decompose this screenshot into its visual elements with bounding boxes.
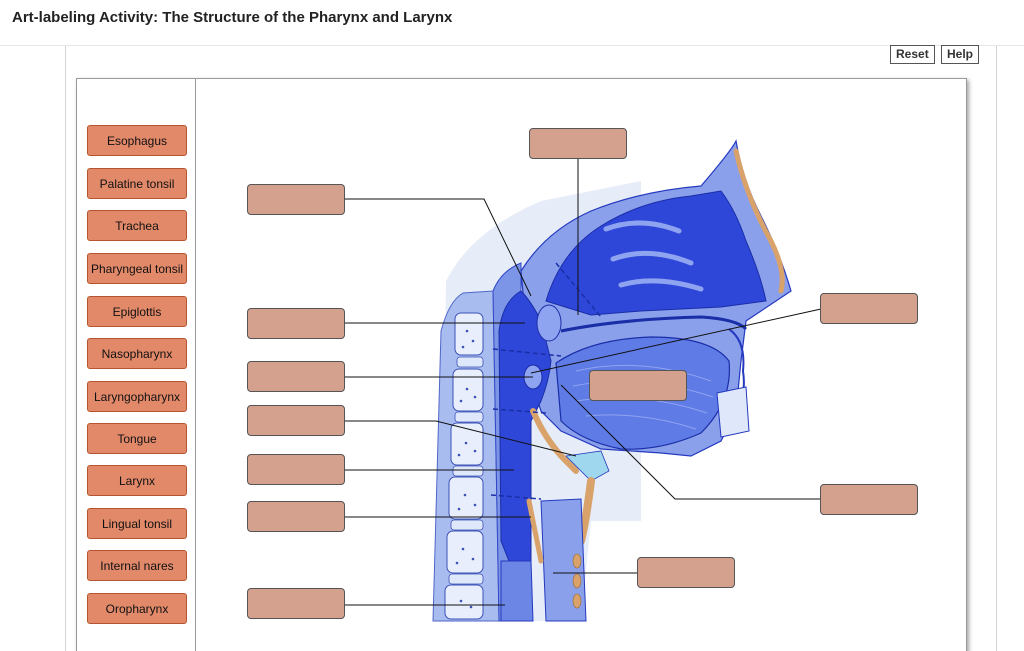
tracheal-rings xyxy=(572,553,582,609)
word-larynx[interactable]: Larynx xyxy=(87,465,187,496)
trachea-tube xyxy=(540,498,587,622)
word-laryngopharynx[interactable]: Laryngopharynx xyxy=(87,381,187,412)
page-title: Art-labeling Activity: The Structure of … xyxy=(12,9,453,26)
nasal-cartilage xyxy=(733,148,785,294)
drop-target-8[interactable] xyxy=(247,588,345,619)
word-epiglottis[interactable]: Epiglottis xyxy=(87,296,187,327)
word-bank: Esophagus Palatine tonsil Trachea Pharyn… xyxy=(77,79,196,651)
drop-target-6[interactable] xyxy=(247,454,345,485)
help-button[interactable]: Help xyxy=(941,45,980,64)
pharyngeal-tonsil-shape xyxy=(536,304,562,342)
drop-target-4[interactable] xyxy=(247,361,345,392)
reset-button[interactable]: Reset xyxy=(890,45,935,64)
drop-target-3[interactable] xyxy=(247,308,345,339)
drop-target-5[interactable] xyxy=(247,405,345,436)
word-palatine-tonsil[interactable]: Palatine tonsil xyxy=(87,168,187,199)
drop-target-9[interactable] xyxy=(589,370,687,401)
intervertebral-discs xyxy=(448,356,484,585)
word-pharyngeal-tonsil[interactable]: Pharyngeal tonsil xyxy=(87,253,187,284)
drop-target-7[interactable] xyxy=(247,501,345,532)
hyoid-region xyxy=(565,450,610,482)
pharynx-airway xyxy=(498,290,552,567)
word-internal-nares[interactable]: Internal nares xyxy=(87,550,187,581)
word-oropharynx[interactable]: Oropharynx xyxy=(87,593,187,624)
esophagus-tube xyxy=(500,560,534,622)
pharynx-larynx-illustration xyxy=(345,139,822,622)
cricoid-cartilage xyxy=(526,498,544,564)
mandible xyxy=(716,386,750,438)
drop-target-1[interactable] xyxy=(529,128,627,159)
word-trachea[interactable]: Trachea xyxy=(87,210,187,241)
word-esophagus[interactable]: Esophagus xyxy=(87,125,187,156)
palate xyxy=(560,315,748,333)
title-bar: Art-labeling Activity: The Structure of … xyxy=(0,0,1024,46)
nasal-conchae xyxy=(603,220,704,292)
activity-frame xyxy=(65,46,997,651)
drop-target-2[interactable] xyxy=(247,184,345,215)
drop-target-12[interactable] xyxy=(637,557,735,588)
drop-target-11[interactable] xyxy=(820,484,918,515)
region-dividers xyxy=(490,262,602,500)
leader-lines xyxy=(345,159,822,606)
drop-target-10[interactable] xyxy=(820,293,918,324)
word-lingual-tonsil[interactable]: Lingual tonsil xyxy=(87,508,187,539)
word-tongue[interactable]: Tongue xyxy=(87,423,187,454)
labeling-panel: Esophagus Palatine tonsil Trachea Pharyn… xyxy=(76,78,967,651)
epiglottis-cartilage xyxy=(530,408,579,474)
bone-speckles xyxy=(455,329,477,609)
word-nasopharynx[interactable]: Nasopharynx xyxy=(87,338,187,369)
